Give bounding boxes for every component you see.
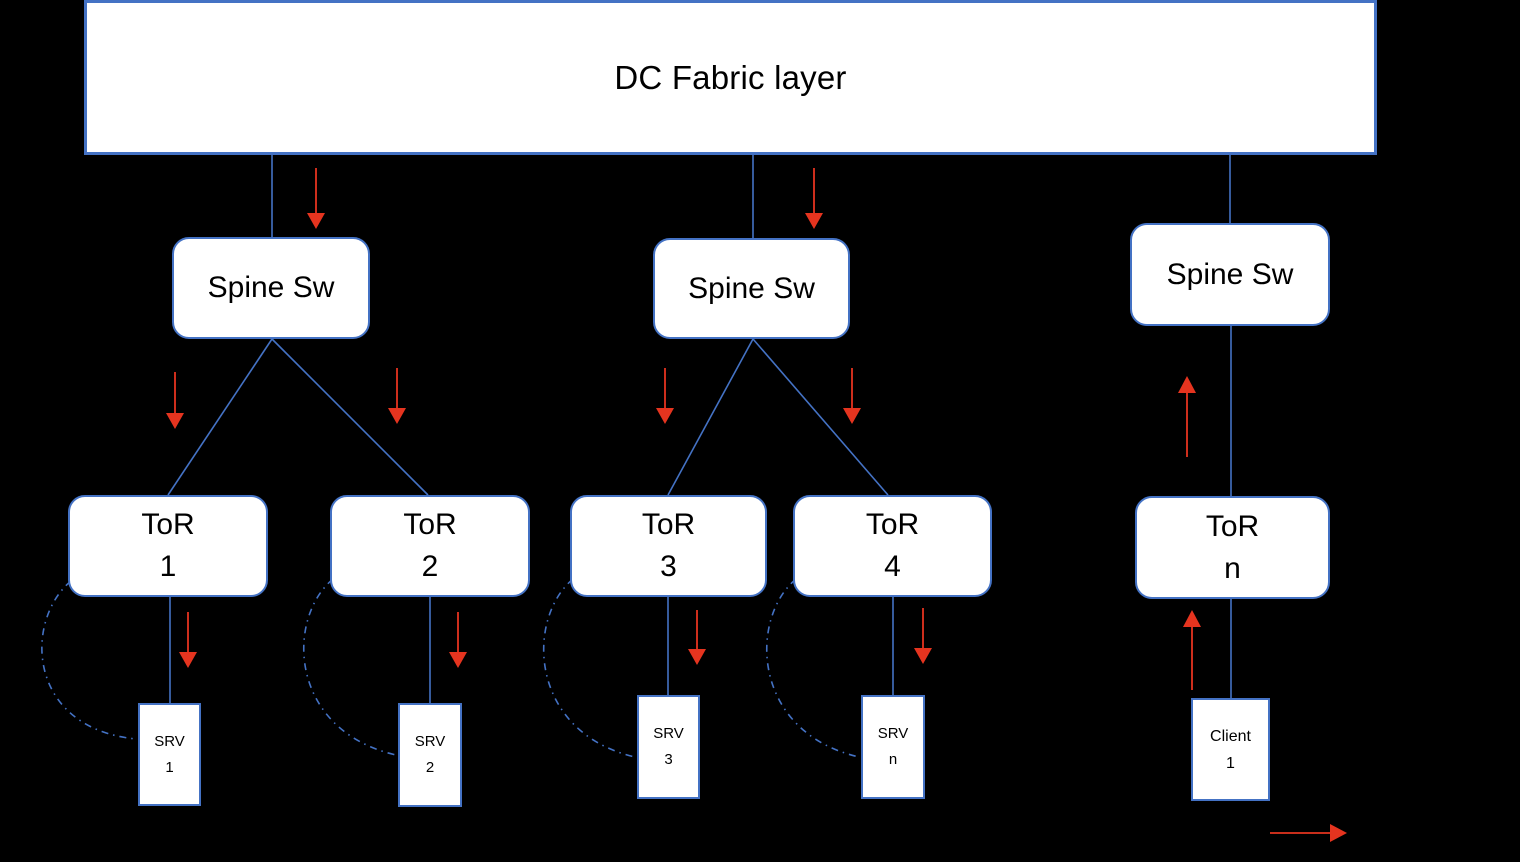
traffic-arrow-up-torn-spinen [1178,376,1196,457]
spine-switch-1: Spine Sw [172,237,370,339]
tor-switch-4-label: ToR [865,508,920,541]
tor-switch-3-number: 3 [660,550,677,583]
connector-spine1-tor1 [167,338,273,496]
tor-switch-3-label: ToR [641,508,696,541]
server-n-number: n [888,751,898,768]
server-1-label: SRV [154,732,185,750]
traffic-arrow-down-tor1-srv1 [179,612,197,668]
spine-switch-2: Spine Sw [653,238,850,339]
server-3: SRV 3 [637,695,700,799]
traffic-arrow-right-legend [1270,824,1347,842]
loop-link-tor2-srv2 [303,578,397,756]
spine-switch-1-label: Spine Sw [207,271,335,304]
tor-switch-2-number: 2 [421,550,439,583]
connector-spine2-tor3 [667,338,754,496]
tor-switch-n: ToR n [1135,496,1330,599]
tor-switch-2: ToR 2 [330,495,530,597]
loop-link-tor1-srv1 [41,580,137,740]
tor-switch-n-number: n [1224,551,1241,585]
client-1-number: 1 [1226,754,1235,772]
tor-switch-2-label: ToR [403,508,457,541]
tor-switch-1-number: 1 [159,550,177,583]
traffic-arrow-up-client1-torn [1183,610,1201,690]
tor-switch-n-label: ToR [1205,509,1260,543]
server-n: SRV n [861,695,925,799]
server-n-label: SRV [877,725,909,742]
server-3-label: SRV [653,725,684,742]
traffic-arrow-down-tor3-srv3 [688,610,706,665]
tor-switch-1-label: ToR [141,508,195,541]
traffic-arrow-down-tor2-srv2 [449,612,467,668]
traffic-arrow-down-spine2-tor4 [843,368,861,424]
connector-spine2-tor4 [752,338,889,496]
traffic-arrow-down-fabric-spine2 [805,168,823,229]
server-2-label: SRV [414,733,446,750]
server-2: SRV 2 [398,703,462,807]
traffic-arrow-down-fabric-spine1 [307,168,325,229]
traffic-arrow-down-spine1-tor1 [166,372,184,429]
dc-fabric-layer-label: DC Fabric layer [614,58,847,96]
client-1-label: Client [1210,727,1251,745]
loop-link-tor3-srv3 [542,578,636,758]
connector-spine1-tor2 [271,338,429,496]
server-1-number: 1 [165,758,174,776]
server-3-number: 3 [664,751,673,768]
loop-link-tor4-srvn [766,578,860,758]
tor-switch-3: ToR 3 [570,495,767,597]
tor-switch-4-number: 4 [884,550,901,583]
server-2-number: 2 [425,759,435,776]
traffic-arrow-down-spine1-tor2 [388,368,406,424]
traffic-arrow-down-tor4-srvn [914,608,932,664]
tor-switch-1: ToR 1 [68,495,268,597]
client-1: Client 1 [1191,698,1270,801]
spine-switch-2-label: Spine Sw [688,271,815,305]
dc-fabric-layer-box: DC Fabric layer [84,0,1377,155]
spine-switch-n: Spine Sw [1130,223,1330,326]
tor-switch-4: ToR 4 [793,495,992,597]
server-1: SRV 1 [138,703,201,806]
spine-switch-n-label: Spine Sw [1166,257,1294,291]
traffic-arrow-down-spine2-tor3 [656,368,674,424]
